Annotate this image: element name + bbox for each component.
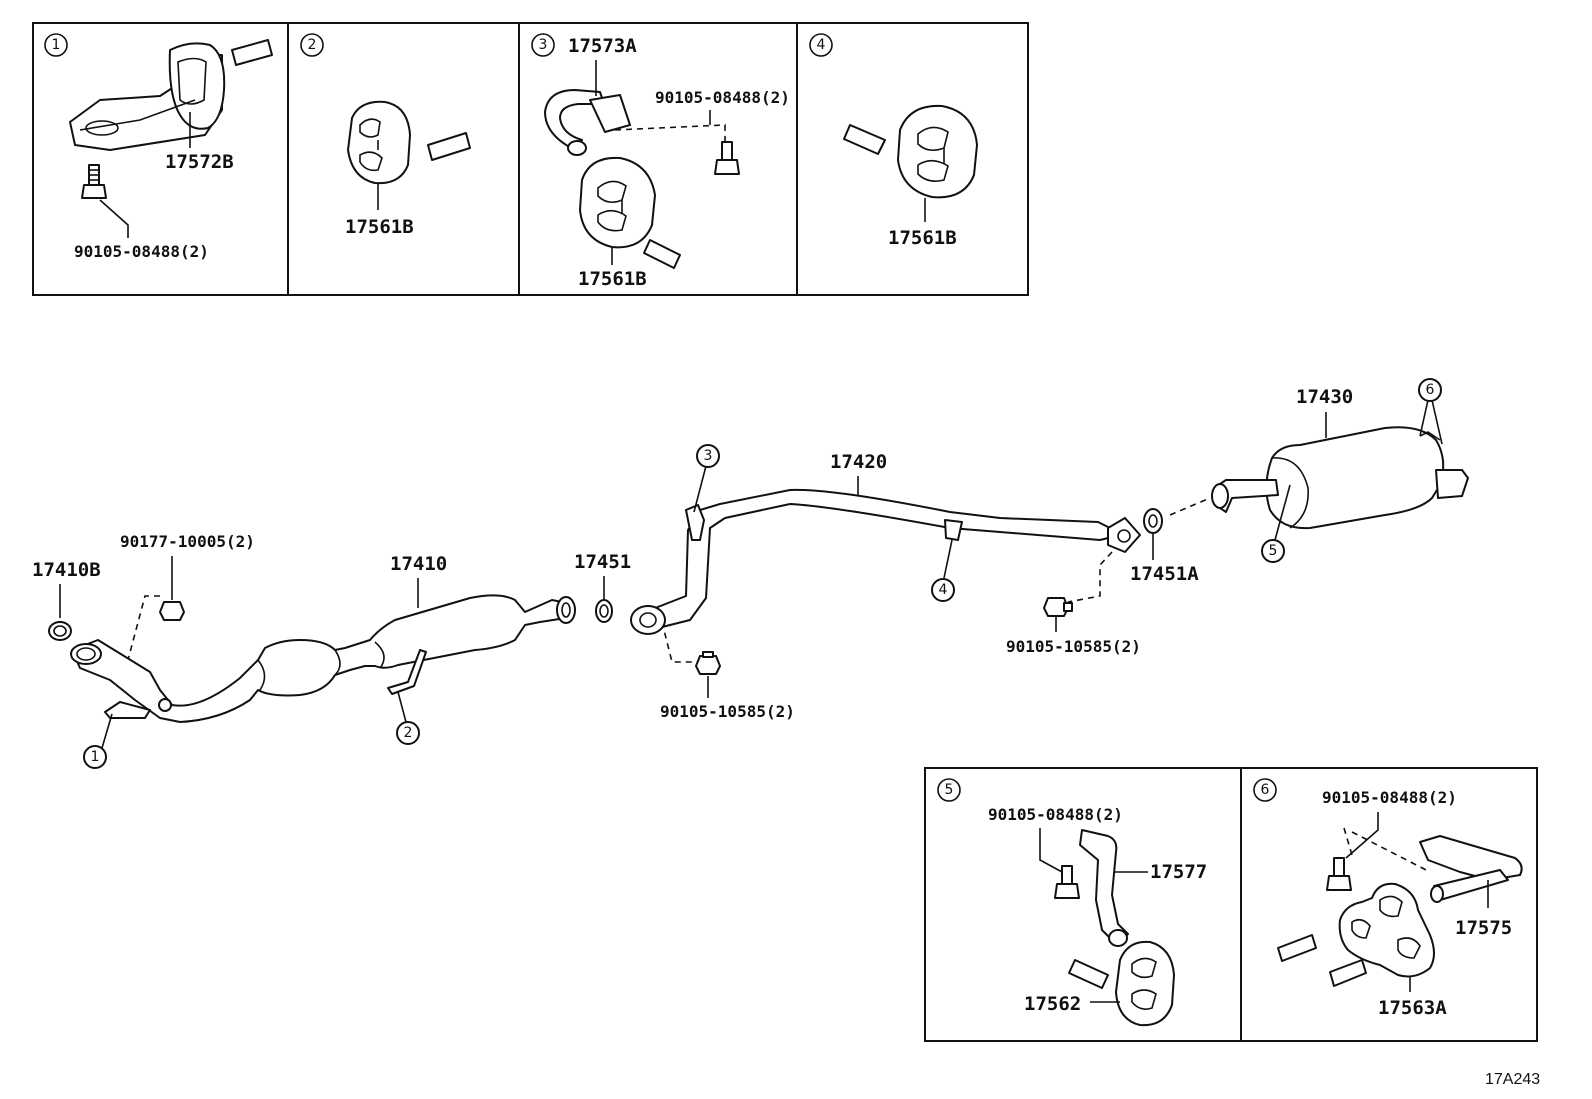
main-assembly: 17410B 90177-10005(2) 17410	[32, 378, 1469, 769]
svg-text:2: 2	[404, 725, 413, 741]
rubber-tube-3	[643, 239, 681, 269]
bracket-17572b-drawing	[69, 42, 226, 151]
rubber-tube-6b	[1329, 959, 1367, 987]
part-17575-label: 17575	[1455, 917, 1512, 939]
diagram-reference-code: 17A243	[1485, 1071, 1540, 1088]
svg-text:4: 4	[817, 37, 826, 53]
inset-5-number: 5	[937, 778, 961, 802]
svg-text:1: 1	[91, 749, 100, 765]
inset-4-number: 4	[809, 33, 833, 57]
front-pipe-17410-drawing	[70, 594, 576, 723]
rubber-hanger-17562-drawing	[1115, 940, 1175, 1027]
part-90105-08488-label: 90105-08488(2)	[655, 88, 790, 107]
svg-text:2: 2	[308, 37, 317, 53]
rubber-hanger-17561b-drawing	[897, 104, 978, 199]
rubber-hanger-17561b-drawing	[579, 156, 656, 249]
part-90105-08488-label: 90105-08488(2)	[988, 805, 1123, 824]
rubber-tube-5	[1068, 959, 1109, 989]
svg-text:3: 3	[539, 37, 548, 53]
bolt-icon	[1326, 857, 1352, 891]
callout-3: 3	[693, 444, 720, 513]
inset-3-number: 3	[531, 33, 555, 57]
bolt-icon	[714, 141, 740, 175]
part-17451a-label: 17451A	[1130, 563, 1199, 585]
inset-1: 1 17572B 90105-08488(2)	[44, 33, 273, 261]
inset-6-number: 6	[1253, 778, 1277, 802]
rubber-hanger-17563a-drawing	[1338, 882, 1435, 978]
svg-text:3: 3	[704, 448, 713, 464]
gasket-17451a-drawing	[1143, 508, 1163, 534]
bolt-icon	[1043, 597, 1073, 617]
part-17562-label: 17562	[1024, 993, 1081, 1015]
rubber-tube-1	[231, 39, 273, 66]
bracket-17577-drawing	[1079, 829, 1129, 947]
part-17561b-label: 17561B	[345, 216, 414, 238]
part-17561b-label: 17561B	[578, 268, 647, 290]
inset-2-number: 2	[300, 33, 324, 57]
inset-4: 4 17561B	[809, 33, 978, 249]
part-17577-label: 17577	[1150, 861, 1207, 883]
inset-1-number: 1	[44, 33, 68, 57]
center-pipe-17420-drawing	[630, 488, 1141, 635]
muffler-17430-drawing	[1211, 426, 1469, 530]
gasket-17451-drawing	[595, 599, 613, 623]
bracket-17575-drawing	[1419, 835, 1523, 903]
part-17420-label: 17420	[830, 451, 887, 473]
nut-icon	[159, 601, 185, 621]
bracket-17573a-drawing	[544, 89, 631, 156]
part-90177-10005-label: 90177-10005(2)	[120, 532, 255, 551]
svg-text:6: 6	[1261, 782, 1270, 798]
rubber-hanger-17561b-drawing	[347, 100, 411, 185]
svg-text:5: 5	[945, 782, 954, 798]
part-90105-08488-label: 90105-08488(2)	[1322, 788, 1457, 807]
callout-5: 5	[1261, 484, 1291, 563]
part-17410-label: 17410	[390, 553, 447, 575]
part-17573a-label: 17573A	[568, 35, 637, 57]
svg-text:4: 4	[939, 582, 948, 598]
part-17451-label: 17451	[574, 551, 631, 573]
rubber-tube-6a	[1277, 934, 1317, 962]
svg-text:1: 1	[52, 37, 61, 53]
part-90105-10585-label: 90105-10585(2)	[660, 702, 795, 721]
part-17563a-label: 17563A	[1378, 997, 1447, 1019]
bolt-icon	[1054, 865, 1080, 899]
part-17561b-label: 17561B	[888, 227, 957, 249]
bolt-icon	[695, 651, 721, 675]
svg-text:5: 5	[1269, 543, 1278, 559]
inset-3: 3 17573A 90105-08488(2) 17561B	[531, 33, 790, 290]
callout-4: 4	[931, 539, 955, 602]
callout-1: 1	[83, 713, 113, 769]
rubber-tube-4	[843, 124, 886, 155]
callout-2: 2	[396, 691, 420, 745]
rubber-tube-2	[427, 132, 471, 161]
inset-5: 5 90105-08488(2) 17577 17562	[937, 778, 1207, 1027]
part-17572b-label: 17572B	[165, 151, 234, 173]
part-90105-08488-label: 90105-08488(2)	[74, 242, 209, 261]
gasket-17410b-drawing	[48, 621, 72, 641]
bolt-icon	[81, 164, 107, 199]
inset-6: 6 90105-08488(2) 17575 17563A	[1253, 778, 1523, 1019]
inset-2: 2 17561B	[300, 33, 471, 238]
part-17410b-label: 17410B	[32, 559, 101, 581]
top-inset-frame	[32, 22, 1029, 296]
part-17430-label: 17430	[1296, 386, 1353, 408]
callout-6: 6	[1418, 378, 1443, 445]
part-90105-10585-label: 90105-10585(2)	[1006, 637, 1141, 656]
svg-text:6: 6	[1426, 382, 1435, 398]
bottom-inset-frame	[924, 767, 1538, 1042]
